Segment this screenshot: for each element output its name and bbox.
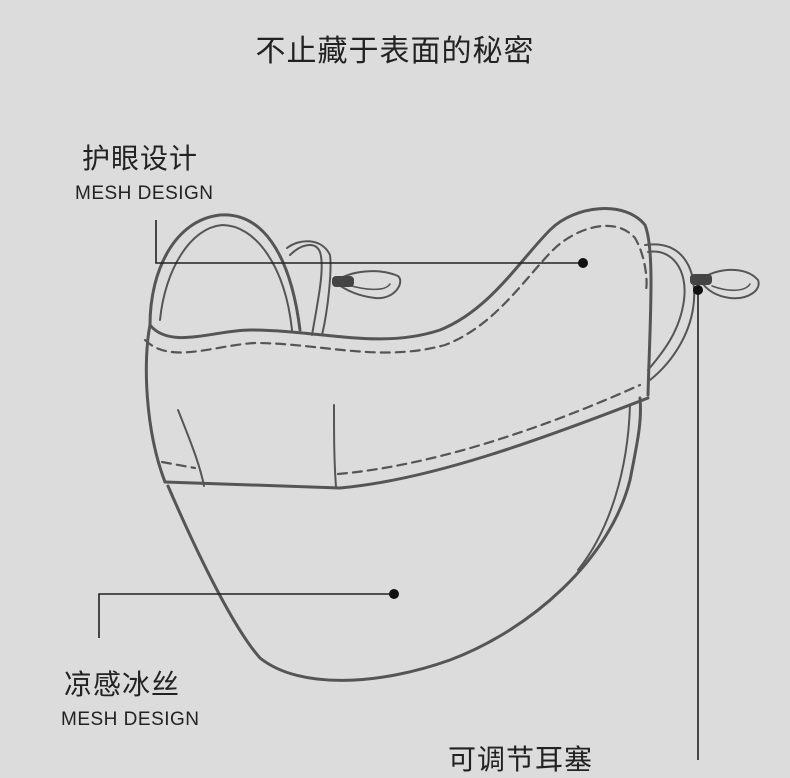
mask-top-seam [143,224,648,354]
mask-left-side [144,323,167,484]
left-ear-loop [289,244,323,336]
mask-band-bottom [163,396,650,490]
mask-band-seam-left [160,460,197,470]
mask-left-flap [148,213,302,332]
leader-dot-ear [693,285,703,295]
leader-dot-eye [578,258,588,268]
feature-ear-cn: 可调节耳塞 [448,743,594,776]
right-toggle [690,274,712,285]
mask-left-flap-inner [159,224,293,331]
feature-silk-en: MESH DESIGN [61,709,200,730]
feature-silk-cn: 凉感冰丝 [64,668,181,701]
right-ear-loop [647,250,686,371]
leader-dot-silk [389,589,399,599]
left-toggle [332,276,354,287]
feature-eye-cn: 护眼设计 [82,142,199,175]
page-title: 不止藏于表面的秘密 [255,34,535,69]
leader-line-eye [155,220,583,264]
leader-line-silk [98,593,394,638]
feature-eye-en: MESH DESIGN [75,183,214,204]
mask-band-seam [336,383,642,476]
mask-illustration [98,207,760,760]
mask-top-rim [148,207,653,397]
mask-chin [166,396,642,682]
